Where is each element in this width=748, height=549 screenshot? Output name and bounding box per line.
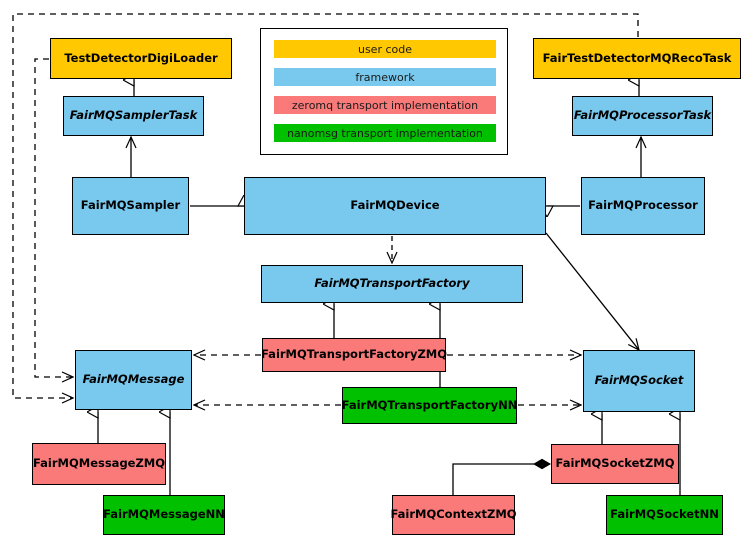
class-box-label: FairMQMessageZMQ	[32, 456, 166, 471]
edge-device-to-socket	[545, 232, 639, 350]
class-box-fairmqsocketzmq[interactable]: FairMQSocketZMQ	[551, 444, 679, 484]
class-box-fairmqsocket[interactable]: FairMQSocket	[583, 350, 695, 412]
legend-label-user-code: user code	[357, 42, 413, 56]
class-box-fairmqprocessortask[interactable]: FairMQProcessorTask	[572, 96, 713, 136]
class-box-label: FairTestDetectorMQRecoTask	[542, 50, 732, 65]
class-box-label: FairMQProcessor	[588, 198, 698, 213]
legend-panel: user code framework zeromq transport imp…	[260, 28, 508, 155]
class-box-fairmqcontextzmq[interactable]: FairMQContextZMQ	[390, 495, 517, 535]
class-box-fairmqprocessor[interactable]: FairMQProcessor	[581, 177, 705, 235]
class-box-fairtestdetectormqrecotask[interactable]: FairTestDetectorMQRecoTask	[533, 38, 741, 79]
class-box-testdetectordigiloader[interactable]: TestDetectorDigiLoader	[50, 38, 232, 79]
class-box-label: FairMQProcessorTask	[573, 108, 712, 123]
class-box-label: FairMQSocketZMQ	[555, 456, 675, 471]
class-box-label: FairMQTransportFactoryZMQ	[261, 347, 448, 362]
class-box-label: FairMQContextZMQ	[390, 507, 517, 522]
legend-item-nanomsg: nanomsg transport implementation	[274, 124, 496, 142]
class-box-fairmqdevice[interactable]: FairMQDevice	[244, 177, 546, 235]
legend-label-nanomsg: nanomsg transport implementation	[287, 126, 483, 140]
class-box-fairmqmessagenn[interactable]: FairMQMessageNN	[103, 495, 225, 535]
class-box-label: FairMQSampler	[80, 198, 181, 213]
class-box-label: FairMQTransportFactory	[314, 276, 470, 291]
class-box-fairmqtransportfactory[interactable]: FairMQTransportFactory	[261, 265, 523, 303]
class-box-fairmqsamplertask[interactable]: FairMQSamplerTask	[63, 96, 204, 136]
class-box-label: FairMQMessageNN	[103, 507, 225, 522]
class-box-label: FairMQTransportFactoryNN	[341, 397, 518, 412]
edge-recotask-to-message	[12, 13, 639, 398]
legend-item-framework: framework	[274, 68, 496, 86]
class-box-fairmqsocketnn[interactable]: FairMQSocketNN	[606, 495, 723, 535]
class-box-label: FairMQSocket	[594, 373, 684, 388]
class-box-fairmqtransportfactorynn[interactable]: FairMQTransportFactoryNN	[342, 387, 517, 424]
class-box-label: TestDetectorDigiLoader	[64, 50, 218, 65]
legend-label-framework: framework	[355, 70, 415, 84]
edge-contextzmq-to-socketzmq	[452, 458, 551, 495]
legend-item-zeromq: zeromq transport implementation	[274, 96, 496, 114]
class-box-fairmqmessage[interactable]: FairMQMessage	[75, 350, 192, 410]
legend-item-user-code: user code	[274, 40, 496, 58]
class-box-label: FairMQMessage	[82, 372, 185, 387]
class-box-label: FairMQDevice	[350, 198, 440, 213]
class-box-label: FairMQSocketNN	[610, 507, 719, 522]
class-box-fairmqsampler[interactable]: FairMQSampler	[72, 177, 189, 235]
class-box-fairmqtransportfactoryzmq[interactable]: FairMQTransportFactoryZMQ	[261, 338, 448, 372]
class-box-label: FairMQSamplerTask	[69, 108, 198, 123]
class-box-fairmqmessagezmq[interactable]: FairMQMessageZMQ	[32, 443, 166, 485]
legend-label-zeromq: zeromq transport implementation	[291, 98, 479, 112]
